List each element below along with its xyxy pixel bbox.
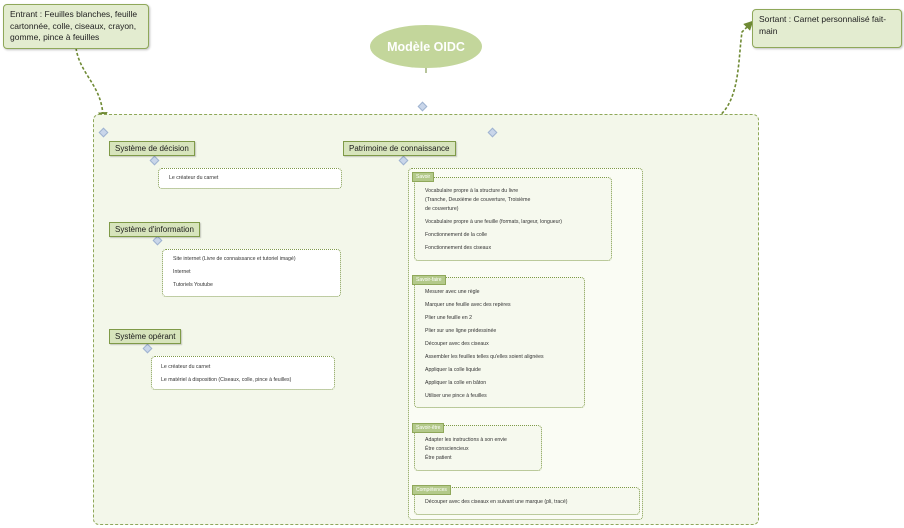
savoir-faire-item: Appliquer la colle en bâton — [425, 380, 487, 386]
information-item: Internet — [173, 269, 191, 275]
competences-tag: Compétences — [412, 485, 451, 495]
savoir-item: de couverture) — [425, 206, 459, 212]
savoir-item: Fonctionnement de la colle — [425, 232, 487, 238]
information-box: Site internet (Livre de connaissance et … — [162, 249, 341, 297]
operant-label: Système opérant — [109, 329, 182, 344]
information-item: Site internet (Livre de connaissance et … — [173, 256, 296, 262]
operant-item: Le créateur du carnet — [161, 364, 211, 370]
operant-item: Le matériel à disposition (Ciseaux, coll… — [161, 377, 292, 383]
savoir-item: Fonctionnement des ciseaux — [425, 245, 492, 251]
competences-box — [414, 487, 640, 515]
savoir-etre-tag: Savoir-être — [412, 423, 445, 433]
competences-item: Découper avec des ciseaux en suivant une… — [425, 499, 568, 505]
savoir-faire-box — [414, 277, 585, 408]
decision-item: Le créateur du carnet — [169, 175, 219, 181]
entrant-box: Entrant : Feuilles blanches, feuille car… — [3, 4, 149, 49]
savoir-item: Vocabulaire propre à une feuille (format… — [425, 219, 562, 225]
entrant-text: Entrant : Feuilles blanches, feuille car… — [10, 9, 138, 42]
patrimoine-label: Patrimoine de connaissance — [343, 141, 456, 156]
savoir-etre-item: Adapter les instructions à son envie — [425, 437, 507, 443]
savoir-etre-item: Être patient — [425, 455, 452, 461]
savoir-faire-tag: Savoir-faire — [412, 275, 446, 285]
savoir-faire-item: Plier une feuille en 2 — [425, 315, 473, 321]
savoir-etre-item: Être consciencieux — [425, 446, 469, 452]
decision-label: Système de décision — [109, 141, 195, 156]
savoir-box — [414, 177, 612, 261]
decision-box: Le créateur du carnet — [158, 168, 342, 189]
page-title: Modèle OIDC — [370, 25, 482, 68]
savoir-faire-item: Appliquer la colle liquide — [425, 367, 481, 373]
savoir-faire-item: Découper avec des ciseaux — [425, 341, 489, 347]
information-item: Tutoriels Youtube — [173, 282, 213, 288]
savoir-faire-item: Mesurer avec une règle — [425, 289, 480, 295]
savoir-faire-item: Plier sur une ligne prédessinée — [425, 328, 497, 334]
savoir-faire-item: Assembler les feuilles telles qu'elles s… — [425, 354, 544, 360]
sortant-arrow — [717, 20, 754, 118]
savoir-tag: Savoir — [412, 172, 435, 182]
information-label: Système d'information — [109, 222, 200, 237]
sortant-text: Sortant : Carnet personnalisé fait-main — [759, 14, 887, 36]
sortant-box: Sortant : Carnet personnalisé fait-main — [752, 9, 902, 48]
savoir-faire-item: Marquer une feuille avec des repères — [425, 302, 511, 308]
entrant-arrow — [75, 47, 108, 122]
savoir-faire-item: Utiliser une pince à feuilles — [425, 393, 487, 399]
savoir-item: Vocabulaire propre à la structure du liv… — [425, 188, 519, 194]
operant-box: Le créateur du carnet Le matériel à disp… — [151, 356, 335, 390]
savoir-item: (Tranche, Deuxième de couverture, Troisi… — [425, 197, 531, 203]
